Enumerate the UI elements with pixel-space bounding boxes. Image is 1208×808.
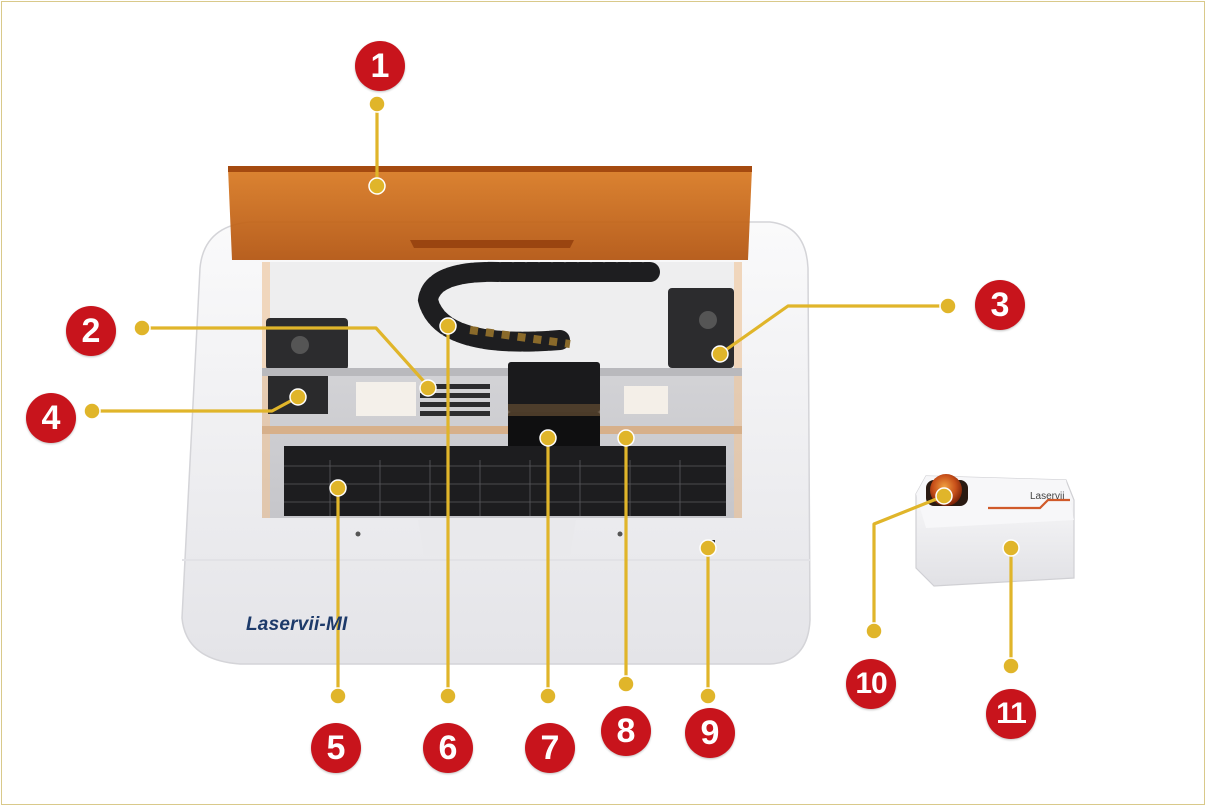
controller-unit [915,474,1075,587]
leader-dot-8b [617,429,635,447]
machine-brand-logo: Laservii-MI [246,614,348,635]
controller-brand-logo: Laservii [1030,491,1065,502]
leader-dot-4b [289,388,307,406]
front-hole-left [355,531,361,537]
callout-badge-9: 9 [685,708,735,758]
leader-line-10 [872,494,946,633]
callout-badge-2: 2 [66,306,116,356]
leader-dot-7b [539,429,557,447]
leader-dot-6b [439,317,457,335]
lid-handle [410,240,574,248]
air-vent-grill [420,384,490,416]
laser-module-highlight [508,404,600,416]
leader-dot-3a [939,297,957,315]
bed-grid [284,460,726,516]
leader-dot-9a [699,687,717,705]
laser-module-top [508,362,600,412]
leader-dot-4a [83,402,101,420]
leader-dot-5a [329,687,347,705]
leader-line-3 [718,304,950,356]
cable-drag-chain [417,261,660,352]
right-y-motor-pulley [699,311,717,329]
leader-dot-9b [699,539,717,557]
leader-dot-7a [539,687,557,705]
chamber-orange-glow-right [734,262,742,518]
leader-lines [90,102,1013,698]
laser-engraver [181,166,811,665]
honeycomb-bed [284,446,726,516]
front-handle-recess [418,520,576,556]
leader-line-2 [140,326,430,388]
callout-badge-10: 10 [846,659,896,709]
callout-badge-7: 7 [525,723,575,773]
leader-dot-1a [368,95,386,113]
cable-drag-chain-accent [469,326,571,348]
rear-gantry-rail [262,368,742,376]
leader-dot-11b [1002,539,1020,557]
leader-dot-11a [1002,657,1020,675]
leader-dot-8a [617,675,635,693]
leader-dot-2a [133,319,151,337]
controller-accent-line [988,498,1070,510]
front-gantry-rail [262,426,742,434]
light-panel-left [356,382,416,416]
front-hole-right [617,531,623,537]
left-y-motor-pulley [291,336,309,354]
leader-dot-2b [419,379,437,397]
callout-badge-11: 11 [986,689,1036,739]
callout-badge-1: 1 [355,41,405,91]
leader-dot-3b [711,345,729,363]
callout-badge-6: 6 [423,723,473,773]
callout-badge-8: 8 [601,706,651,756]
leader-dots [83,95,1020,705]
callout-badge-3: 3 [975,280,1025,330]
leader-dot-5b [329,479,347,497]
lid-top-edge [228,166,752,172]
leader-line-4 [90,395,300,413]
leader-dot-1b [368,177,386,195]
light-panel-right [624,386,668,414]
callout-badge-4: 4 [26,393,76,443]
protective-lid [228,168,752,260]
leader-dot-10a [865,622,883,640]
chamber-orange-glow-left [262,262,270,518]
callout-badge-5: 5 [311,723,361,773]
leader-dot-6a [439,687,457,705]
leader-dot-10b [935,487,953,505]
